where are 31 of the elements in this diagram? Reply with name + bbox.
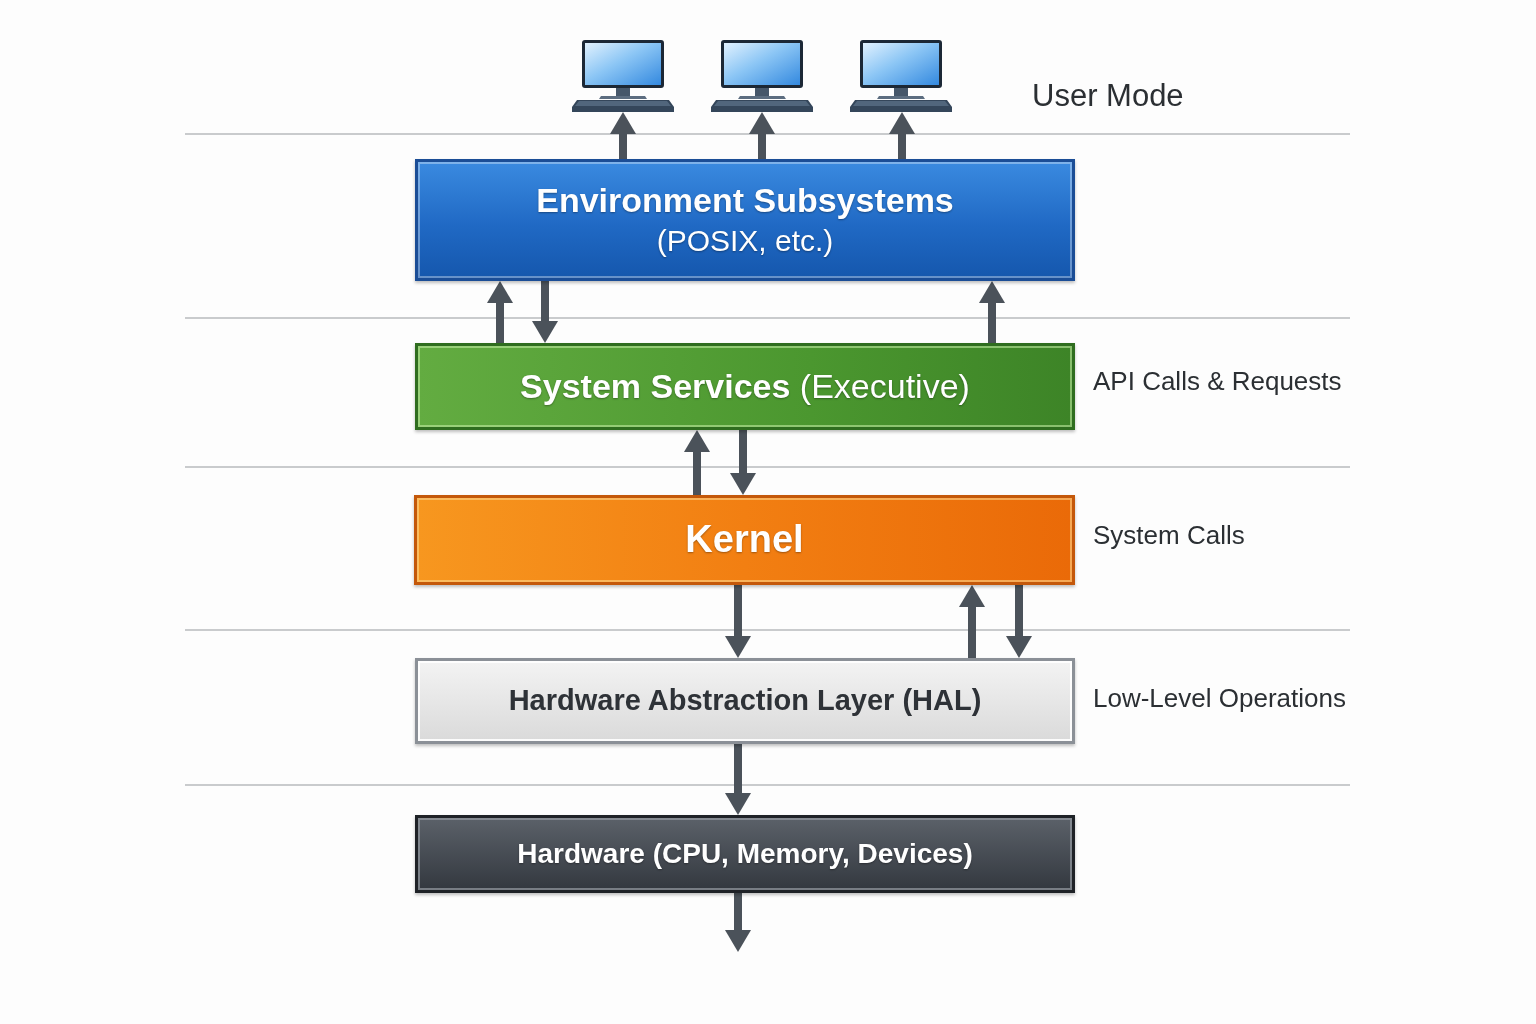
layer-box [415, 343, 1075, 430]
arrow [979, 281, 1005, 343]
layer-title: Kernel [685, 518, 804, 562]
arrow [532, 281, 558, 343]
layer-label: Low-Level Operations [1093, 684, 1346, 714]
layer-label: API Calls & Requests [1093, 367, 1342, 397]
arrow [725, 744, 751, 815]
arrow [889, 112, 915, 159]
layer-title: Environment Subsystems [536, 181, 954, 221]
arrow [749, 112, 775, 159]
computer-icon [849, 40, 953, 112]
arrow [610, 112, 636, 159]
arrow [1006, 585, 1032, 658]
layer-box [415, 815, 1075, 893]
arrow [730, 430, 756, 495]
computer-icon [710, 40, 814, 112]
layer-title: Hardware Abstraction Layer (HAL) [508, 684, 982, 718]
layer-title: System Services (Executive) [520, 366, 970, 407]
layer-label: System Calls [1093, 521, 1245, 551]
computer-icon [571, 40, 675, 112]
arrow [959, 585, 985, 658]
arrow [487, 281, 513, 343]
layer-label: User Mode [1032, 78, 1184, 114]
layer-box [415, 658, 1075, 744]
arrow [684, 430, 710, 495]
layer-subtitle: (POSIX, etc.) [656, 224, 834, 259]
arrow [725, 585, 751, 658]
layer-box [414, 495, 1075, 585]
layer-box [415, 159, 1075, 281]
arrow [725, 893, 751, 952]
layer-title: Hardware (CPU, Memory, Devices) [517, 837, 973, 871]
